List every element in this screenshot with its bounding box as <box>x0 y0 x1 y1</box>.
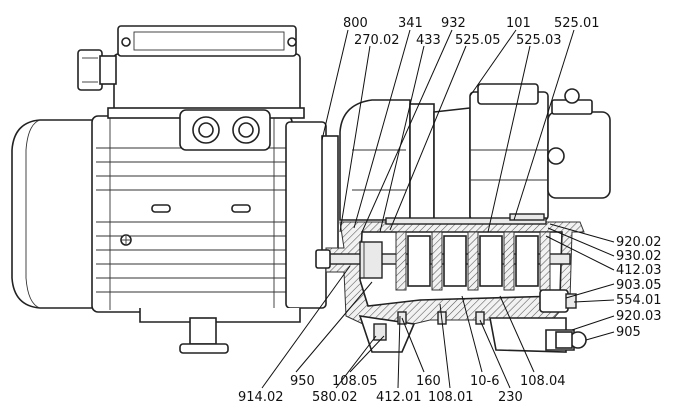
terminal-box <box>77 25 305 151</box>
motor-body <box>11 115 339 354</box>
callout-101: 101 <box>506 16 531 31</box>
callout-930-02: 930.02 <box>616 249 662 264</box>
callout-412-03: 412.03 <box>616 263 662 278</box>
callout-920-03: 920.03 <box>616 309 662 324</box>
leader-lines <box>261 29 615 389</box>
callout-108-04: 108.04 <box>520 374 566 389</box>
callout-433: 433 <box>416 33 441 48</box>
callout-525-03: 525.03 <box>516 33 562 48</box>
callout-108-01: 108.01 <box>428 390 474 405</box>
pump-head <box>339 83 611 221</box>
callout-230: 230 <box>498 390 523 405</box>
callout-932: 932 <box>441 16 466 31</box>
pump-section <box>315 213 587 353</box>
callout-905: 905 <box>616 325 641 340</box>
callout-580-02: 580.02 <box>312 390 358 405</box>
callout-903-05: 903.05 <box>616 278 662 293</box>
callout-920-02: 920.02 <box>616 235 662 250</box>
callout-412-01: 412.01 <box>376 390 422 405</box>
callout-108-05: 108.05 <box>332 374 378 389</box>
callout-labels: 800 341 932 101 525.01 270.02 433 525.05… <box>238 16 662 405</box>
callout-525-01: 525.01 <box>554 16 600 31</box>
callout-950: 950 <box>290 374 315 389</box>
callout-270-02: 270.02 <box>354 33 400 48</box>
callout-341: 341 <box>398 16 423 31</box>
callout-10-6: 10-6 <box>470 374 500 389</box>
callout-800: 800 <box>343 16 368 31</box>
callout-160: 160 <box>416 374 441 389</box>
callout-914-02: 914.02 <box>238 390 284 405</box>
callout-554-01: 554.01 <box>616 293 662 308</box>
callout-525-05: 525.05 <box>455 33 501 48</box>
